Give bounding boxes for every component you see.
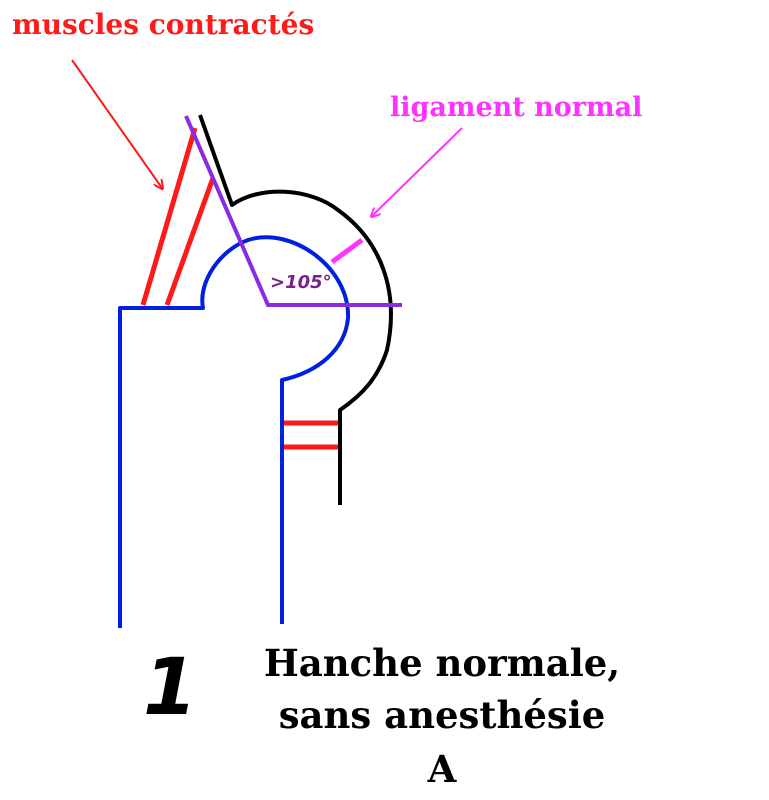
ligament-arrow (372, 127, 463, 216)
muscles-label: muscles contractés (12, 8, 314, 41)
ligament-label: ligament normal (390, 92, 642, 123)
figure-number: 1 (143, 643, 197, 733)
caption-line-2: sans anesthésie (279, 693, 606, 737)
ligament-line (330, 237, 364, 265)
muscle-line-2 (164, 177, 216, 306)
caption-line-3: A (427, 747, 458, 791)
bone-outline (118, 235, 351, 628)
angle-label: >105° (270, 272, 332, 293)
muscles-arrow (71, 59, 162, 188)
caption-line-1: Hanche normale, (264, 641, 620, 685)
muscle-line-1 (140, 127, 198, 306)
angle-lines (184, 115, 402, 307)
joint-capsule-outline (198, 114, 393, 505)
